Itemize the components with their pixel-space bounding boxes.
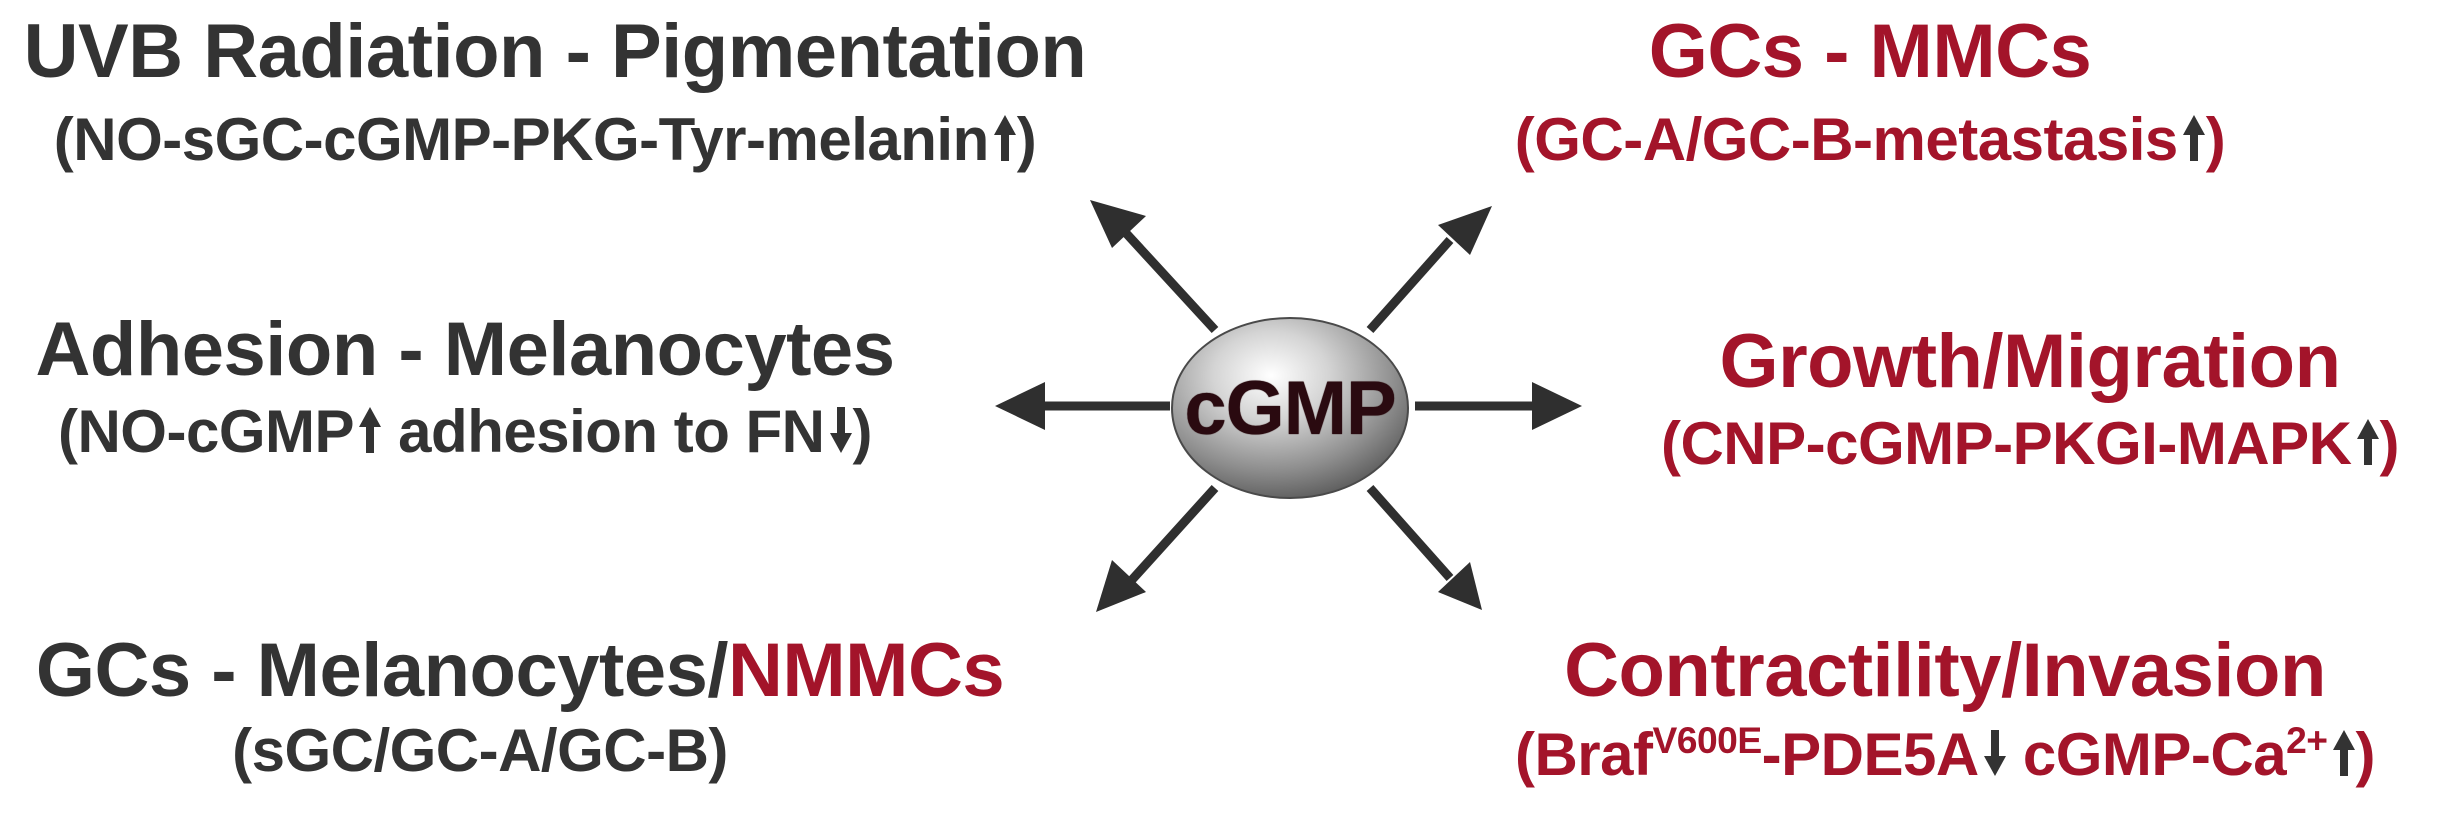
arrowhead-upper-left [1090, 200, 1146, 248]
up-arrow-icon [2182, 107, 2206, 179]
left-top-sub-text: (NO-sGC-cGMP-PKG-Tyr-melanin [53, 106, 989, 173]
left-top-block: UVB Radiation - Pigmentation (NO-sGC-cGM… [5, 8, 1105, 179]
arrow-upper-right [1366, 237, 1454, 333]
right-bottom-sub-c: cGMP-Ca [2006, 721, 2287, 788]
right-bottom-sup-c: 2+ [2286, 718, 2328, 761]
right-top-block: GCs - MMCs (GC-A/GC-B-metastasis) [1470, 8, 2270, 179]
right-bottom-subtitle: (BrafV600E-PDE5A cGMP-Ca2+) [1430, 719, 2460, 798]
arrowhead-lower-left [1096, 560, 1146, 612]
right-bottom-sup-a: V600E [1652, 718, 1763, 761]
cgmp-sphere [1171, 317, 1409, 499]
left-middle-sub-end: ) [852, 398, 873, 465]
arrowhead-lower-right [1438, 562, 1482, 610]
right-middle-subtitle: (CNP-cGMP-PKGI-MAPK) [1620, 408, 2440, 483]
left-middle-block: Adhesion - Melanocytes (NO-cGMP adhesion… [5, 306, 925, 471]
arrow-lower-right [1366, 485, 1454, 581]
arrow-upper-left [1121, 228, 1219, 334]
left-bottom-title: GCs - Melanocytes/NMMCs [15, 627, 1025, 715]
up-arrow-icon [993, 107, 1017, 179]
left-bottom-block: GCs - Melanocytes/NMMCs (sGC/GC-A/GC-B) [15, 627, 1025, 787]
arrowhead-upper-right [1438, 206, 1492, 255]
right-middle-title: Growth/Migration [1719, 319, 2341, 404]
right-bottom-sub-b: -PDE5A [1761, 721, 1980, 788]
right-top-sub-end: ) [2205, 106, 2226, 173]
left-top-sub-end: ) [1016, 106, 1037, 173]
arrowhead-right [1532, 382, 1582, 430]
right-middle-sub-text: (CNP-cGMP-PKGI-MAPK [1661, 410, 2352, 477]
left-bottom-subtitle: (sGC/GC-A/GC-B) [232, 717, 728, 784]
right-middle-sub-end: ) [2379, 410, 2400, 477]
right-middle-block: Growth/Migration (CNP-cGMP-PKGI-MAPK) [1620, 318, 2440, 483]
right-top-title: GCs - MMCs [1648, 9, 2092, 94]
up-arrow-icon [2332, 722, 2356, 794]
right-top-sub-text: (GC-A/GC-B-metastasis [1514, 106, 2178, 173]
arrowhead-left [995, 382, 1045, 430]
right-bottom-title: Contractility/Invasion [1564, 628, 2326, 713]
left-middle-subtitle: (NO-cGMP adhesion to FN) [5, 396, 925, 471]
center-label: cGMP [1184, 365, 1396, 451]
left-middle-sub-a: (NO-cGMP [58, 398, 355, 465]
left-middle-title: Adhesion - Melanocytes [35, 307, 895, 392]
down-arrow-icon [829, 399, 853, 471]
right-bottom-sub-end: ) [2355, 721, 2376, 788]
left-middle-sub-b: adhesion to FN [382, 398, 825, 465]
right-top-subtitle: (GC-A/GC-B-metastasis) [1470, 104, 2270, 179]
down-arrow-icon [1983, 722, 2007, 794]
left-top-subtitle: (NO-sGC-cGMP-PKG-Tyr-melanin) [0, 104, 1105, 179]
left-bottom-title-dark: GCs - Melanocytes/ [35, 628, 729, 713]
arrow-lower-left [1126, 484, 1219, 586]
left-bottom-title-red: NMMCs [727, 628, 1005, 713]
right-bottom-sub-a: (Braf [1514, 721, 1653, 788]
left-top-title: UVB Radiation - Pigmentation [23, 9, 1087, 94]
up-arrow-icon [2356, 411, 2380, 483]
right-bottom-block: Contractility/Invasion (BrafV600E-PDE5A … [1430, 627, 2460, 798]
up-arrow-icon [358, 399, 382, 471]
